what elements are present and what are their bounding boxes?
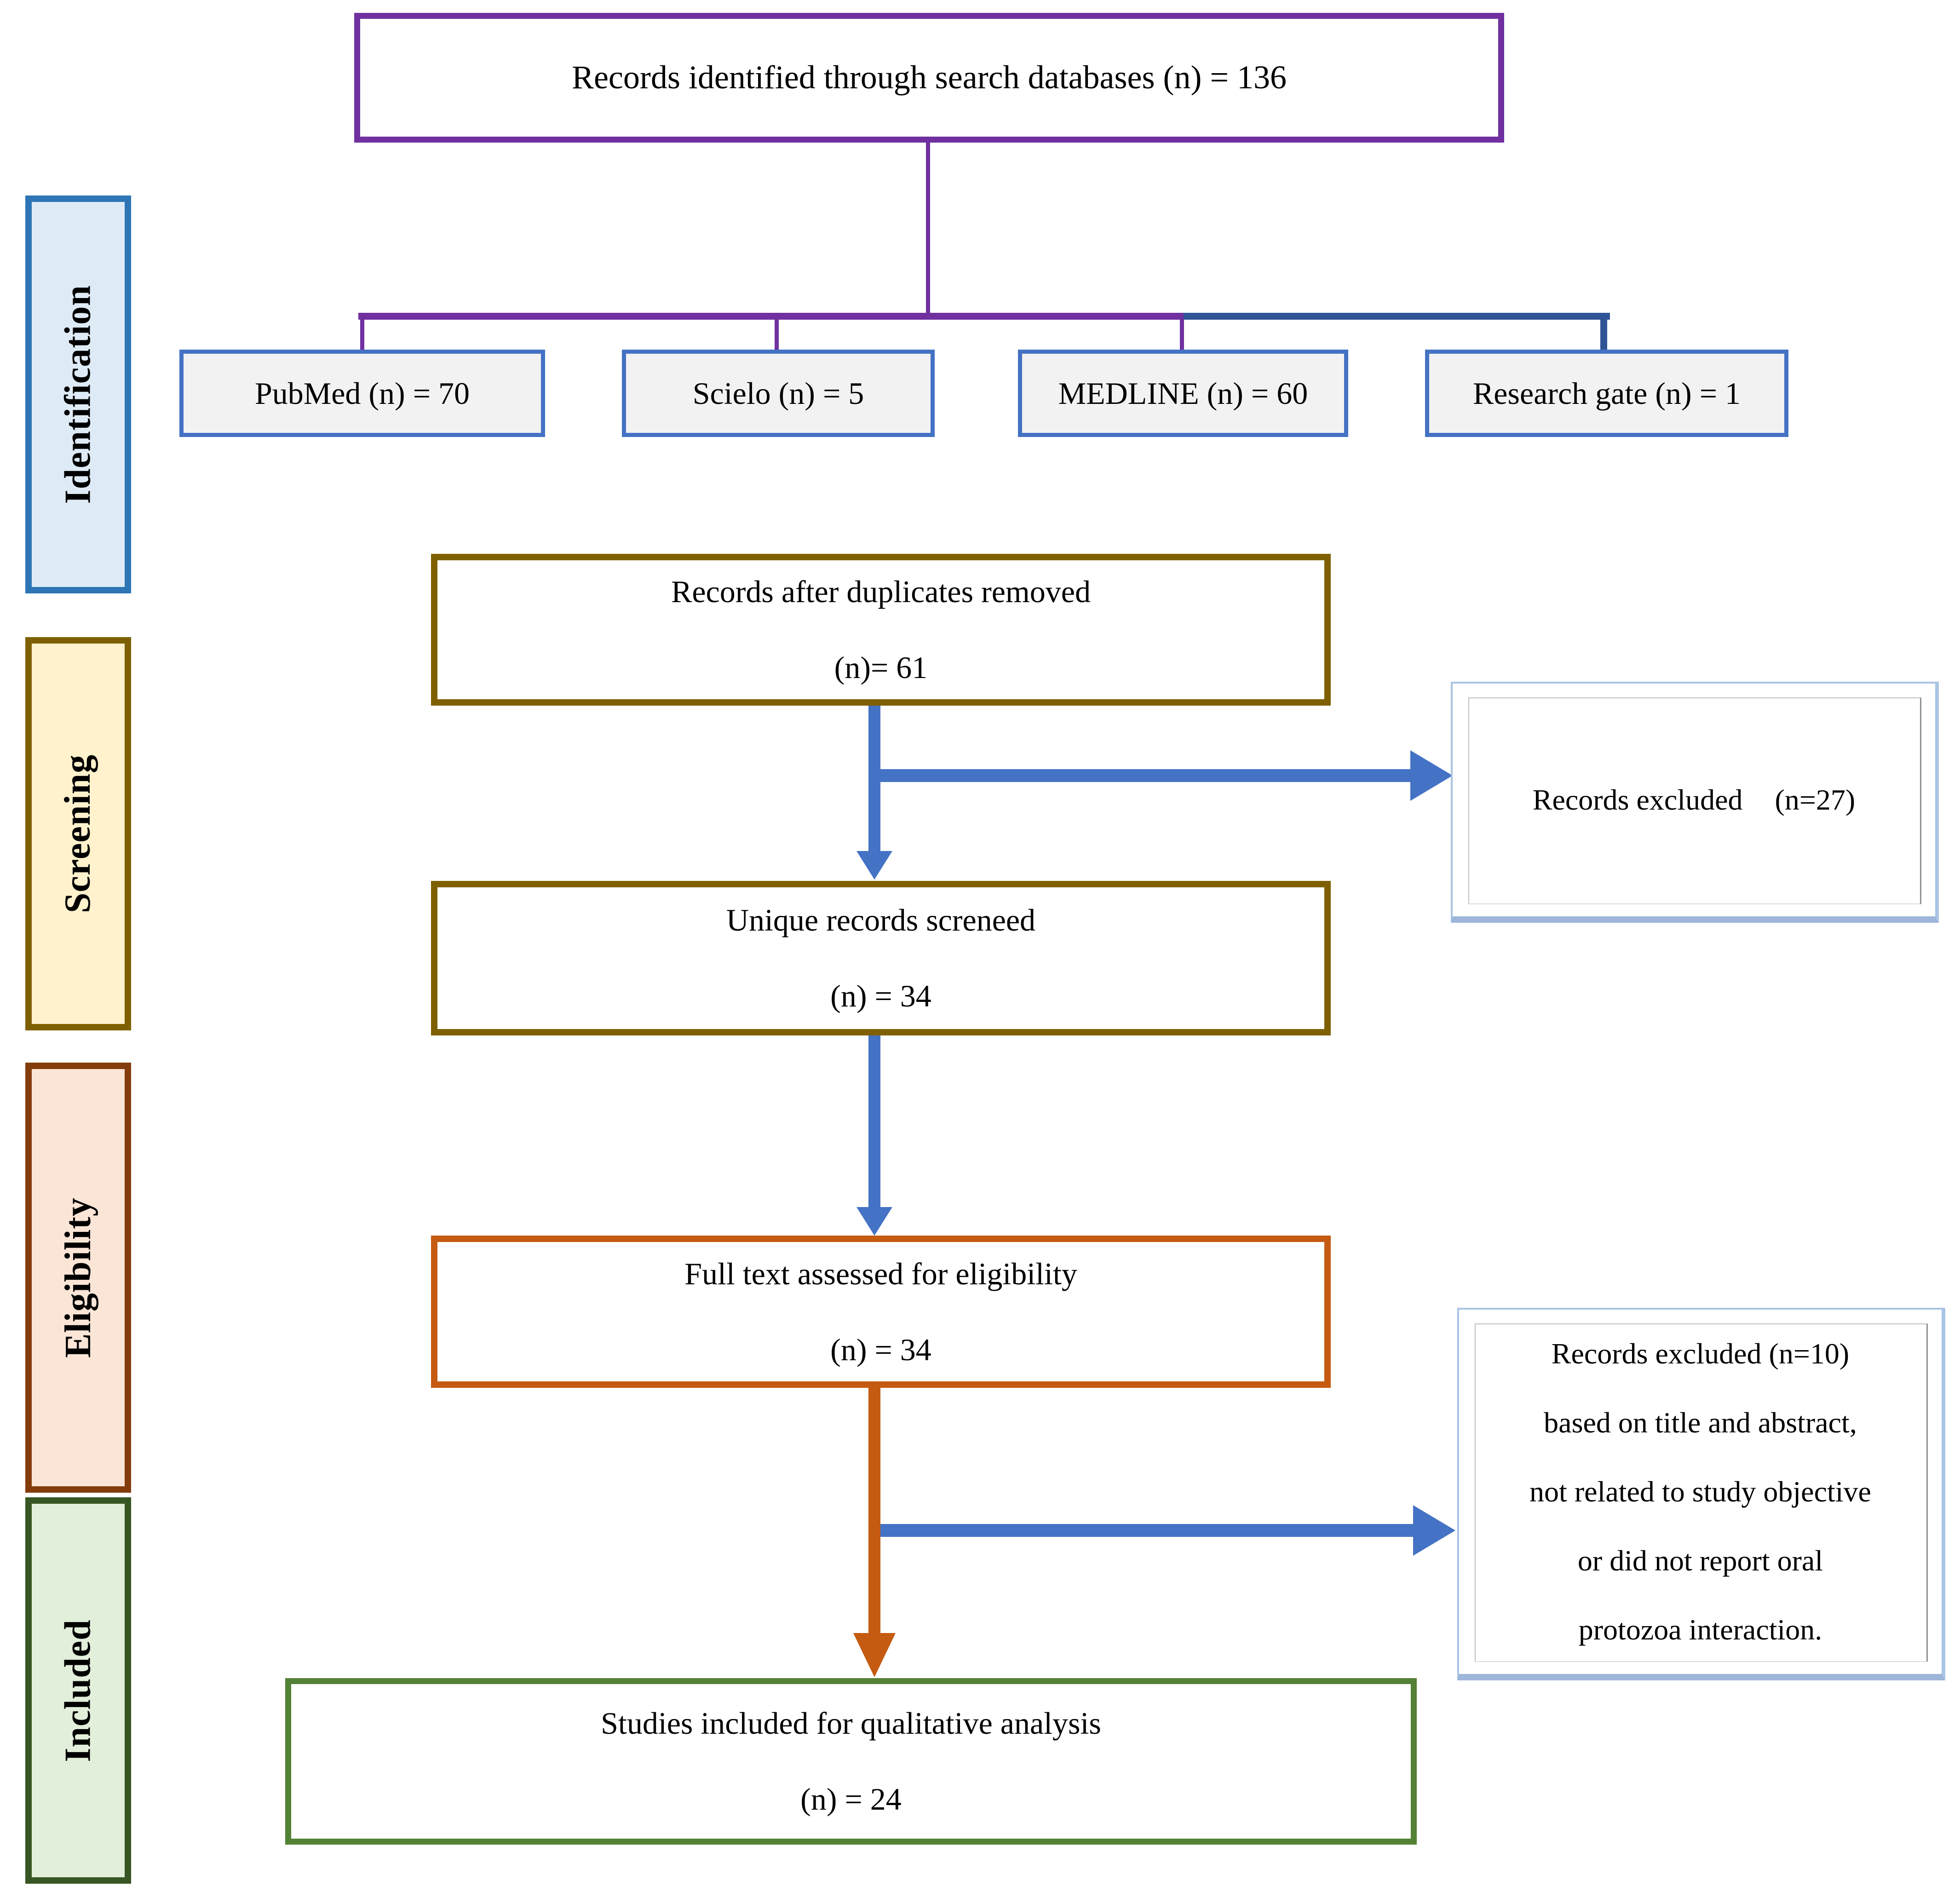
arrow-screened-to-fulltext-shaft bbox=[868, 1035, 880, 1208]
source-medline-label: MEDLINE (n) = 60 bbox=[1058, 375, 1308, 411]
source-medline-box: MEDLINE (n) = 60 bbox=[1018, 350, 1348, 437]
stage-screening-label: Screening bbox=[57, 754, 98, 914]
studies-included-count: (n) = 24 bbox=[800, 1782, 902, 1817]
records-excluded-2-box: Records excluded (n=10) based on title a… bbox=[1457, 1308, 1945, 1680]
stage-included-label: Included bbox=[57, 1619, 98, 1762]
source-researchgate-label: Research gate (n) = 1 bbox=[1472, 375, 1741, 411]
records-identified-box: Records identified through search databa… bbox=[354, 13, 1504, 143]
arrow-fulltext-to-included-shaft bbox=[868, 1388, 880, 1633]
source-researchgate-box: Research gate (n) = 1 bbox=[1425, 350, 1788, 437]
source-pubmed-label: PubMed (n) = 70 bbox=[254, 375, 470, 411]
connector-splitter-right bbox=[1184, 313, 1610, 320]
full-text-assessed-box: Full text assessed for eligibility (n) =… bbox=[431, 1236, 1331, 1388]
records-identified-text: Records identified through search databa… bbox=[571, 59, 1287, 96]
records-excluded-2-line: protozoa interaction. bbox=[1578, 1613, 1822, 1646]
source-scielo-label: Scielo (n) = 5 bbox=[692, 375, 864, 411]
source-scielo-box: Scielo (n) = 5 bbox=[622, 350, 935, 437]
duplicates-removed-text: Records after duplicates removed bbox=[671, 574, 1091, 610]
full-text-assessed-count: (n) = 34 bbox=[830, 1332, 931, 1367]
arrow-duplicates-to-screened-head bbox=[856, 851, 892, 880]
stage-identification: Identification bbox=[25, 196, 131, 593]
records-excluded-1-box: Records excluded (n=27) bbox=[1451, 682, 1939, 923]
arrow-screened-to-fulltext-head bbox=[856, 1207, 892, 1236]
drop-researchgate bbox=[1600, 320, 1607, 350]
records-excluded-1-label: Records excluded bbox=[1532, 783, 1743, 816]
records-excluded-1-text: Records excluded (n=27) bbox=[1533, 783, 1855, 817]
studies-included-box: Studies included for qualitative analysi… bbox=[285, 1678, 1417, 1845]
records-excluded-2-line: based on title and abstract, bbox=[1544, 1406, 1857, 1439]
studies-included-text: Studies included for qualitative analysi… bbox=[601, 1706, 1101, 1741]
drop-scielo bbox=[775, 320, 779, 350]
duplicates-removed-box: Records after duplicates removed (n)= 61 bbox=[431, 554, 1331, 706]
drop-pubmed bbox=[360, 320, 364, 350]
connector-splitter-left bbox=[358, 313, 1184, 320]
unique-records-screened-text: Unique records screneed bbox=[726, 903, 1036, 938]
full-text-assessed-text: Full text assessed for eligibility bbox=[684, 1256, 1077, 1291]
connector-top-stem bbox=[926, 143, 930, 315]
records-excluded-2-line: Records excluded (n=10) bbox=[1551, 1337, 1850, 1370]
records-excluded-2-line: not related to study objective bbox=[1529, 1475, 1871, 1508]
branch-to-excluded-2-shaft bbox=[880, 1524, 1414, 1537]
stage-eligibility-label: Eligibility bbox=[57, 1197, 98, 1358]
arrow-fulltext-to-included-head bbox=[853, 1633, 896, 1677]
duplicates-removed-count: (n)= 61 bbox=[834, 650, 928, 685]
unique-records-screened-count: (n) = 34 bbox=[830, 978, 931, 1013]
stage-included: Included bbox=[25, 1497, 131, 1884]
records-excluded-1-count: (n=27) bbox=[1775, 783, 1856, 816]
records-excluded-2-text: Records excluded (n=10) based on title a… bbox=[1511, 1319, 1890, 1664]
branch-to-excluded-1-shaft bbox=[868, 769, 1411, 782]
branch-to-excluded-1-head bbox=[1410, 750, 1453, 801]
unique-records-screened-box: Unique records screneed (n) = 34 bbox=[431, 881, 1331, 1035]
source-pubmed-box: PubMed (n) = 70 bbox=[179, 350, 545, 437]
branch-to-excluded-2-head bbox=[1413, 1505, 1455, 1556]
stage-identification-label: Identification bbox=[57, 285, 98, 504]
records-excluded-2-line: or did not report oral bbox=[1577, 1544, 1823, 1577]
stage-eligibility: Eligibility bbox=[25, 1063, 131, 1493]
drop-medline bbox=[1180, 320, 1184, 350]
stage-screening: Screening bbox=[25, 637, 131, 1030]
